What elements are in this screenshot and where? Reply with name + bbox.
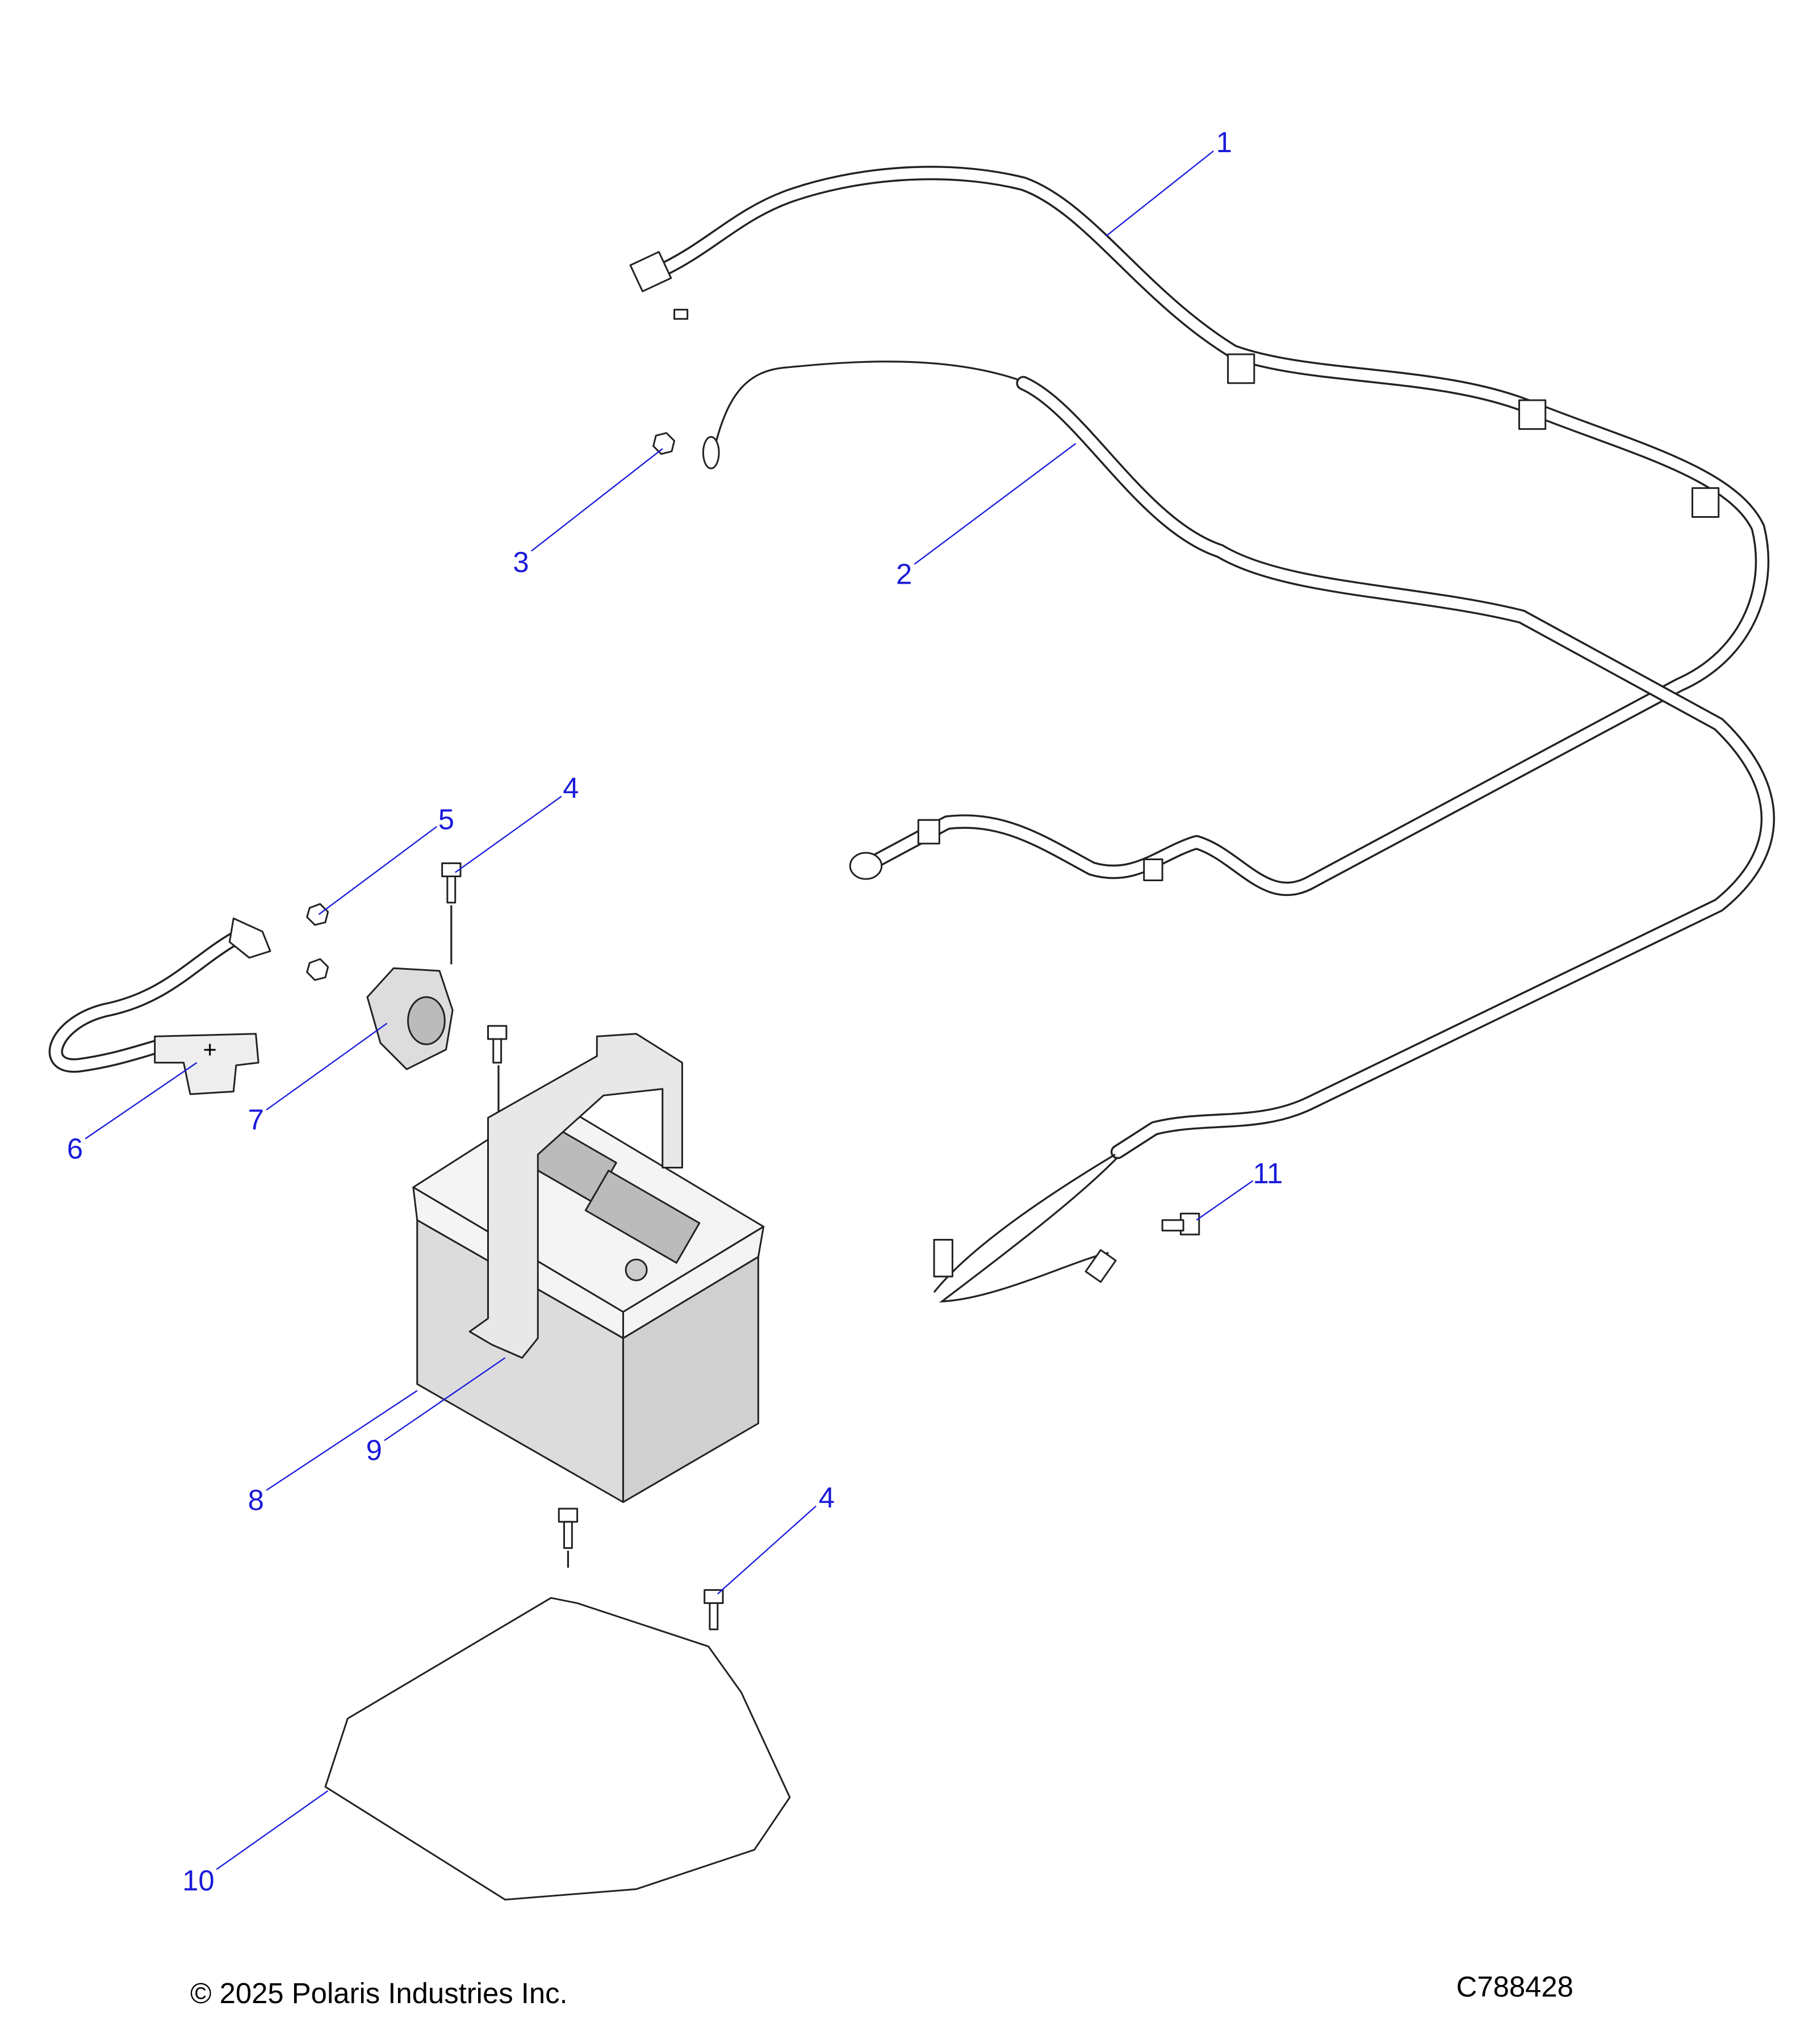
cable-1-positive-harness	[629, 166, 1770, 897]
bracket-9	[468, 1033, 683, 1359]
small-nut	[673, 308, 689, 320]
cable-2-negative-harness	[702, 361, 1775, 1302]
ring-terminal	[702, 436, 720, 470]
ring-terminal	[1085, 1249, 1117, 1283]
callout-7: 7	[248, 1103, 264, 1136]
connector	[933, 1239, 953, 1278]
callout-4: 4	[563, 772, 579, 804]
terminal-boot	[849, 852, 883, 880]
callout-10: 10	[182, 1865, 215, 1897]
callout-11: 11	[1253, 1157, 1283, 1189]
callout-4b: 4	[819, 1481, 835, 1514]
leader-lines	[85, 150, 1254, 1870]
solenoid-7	[366, 967, 454, 1070]
callout-6: 6	[67, 1132, 83, 1165]
callout-8: 8	[248, 1484, 264, 1516]
cable-6-positive-lead: +	[48, 917, 271, 1095]
callout-2: 2	[896, 558, 912, 590]
battery-8	[412, 1098, 765, 1503]
nut-5	[306, 903, 329, 926]
battery-plate-10	[324, 1597, 791, 1901]
plus-symbol: +	[203, 1036, 217, 1062]
clip-icon	[917, 353, 1720, 881]
callout-5: 5	[438, 803, 454, 835]
callout-1: 1	[1216, 126, 1232, 158]
nut-3	[652, 432, 676, 455]
copyright-text: © 2025 Polaris Industries Inc.	[190, 1977, 568, 2009]
nut-5	[306, 958, 329, 981]
callout-3: 3	[513, 546, 529, 579]
diagram-id: C788428	[1456, 1971, 1573, 2003]
terminal-boot	[629, 251, 672, 292]
callout-9: 9	[366, 1434, 382, 1467]
